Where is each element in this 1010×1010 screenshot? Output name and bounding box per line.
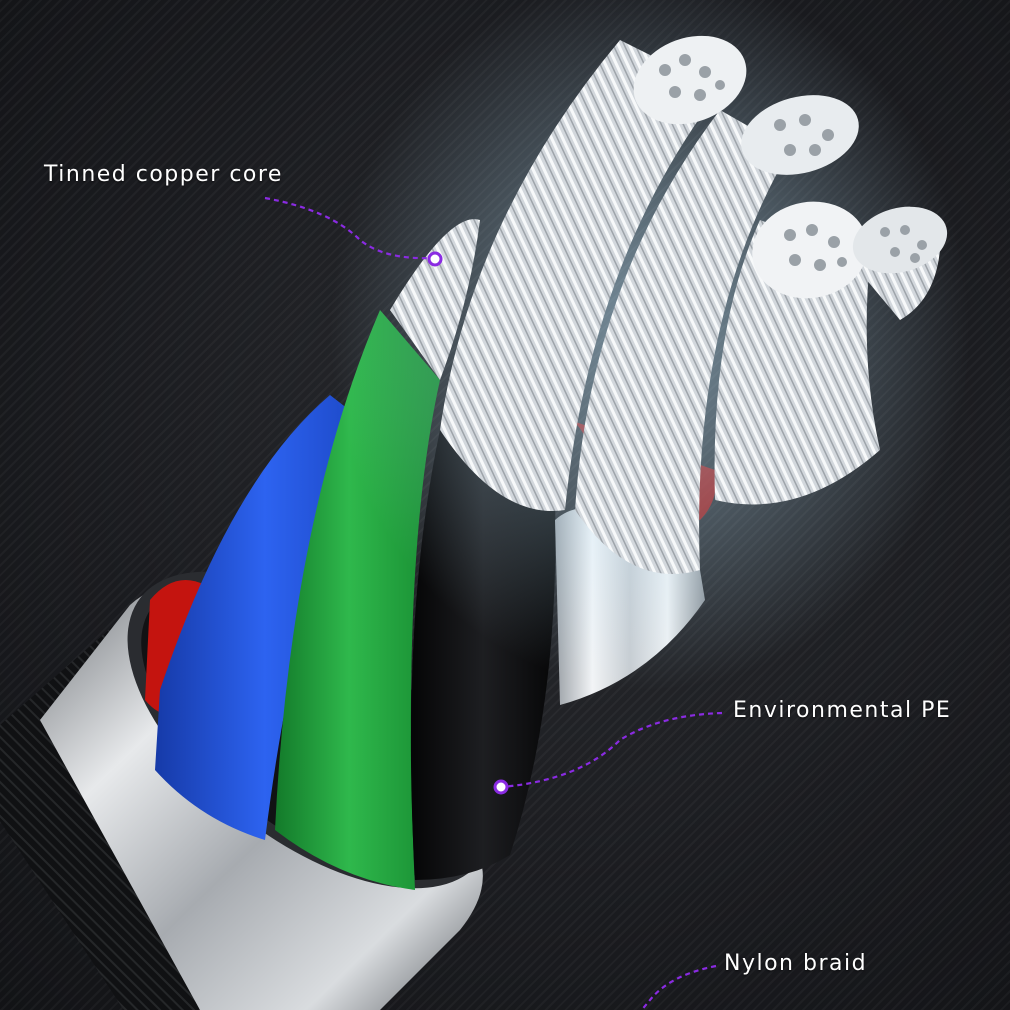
dot-core (427, 251, 443, 267)
callout-dots (427, 251, 509, 795)
callout-leaders (264, 196, 723, 1010)
label-nylon-braid: Nylon braid (724, 951, 868, 976)
tinned-copper-strands (330, 0, 970, 690)
label-tinned-copper-core: Tinned copper core (44, 162, 283, 187)
leader-pe (501, 711, 723, 789)
dot-pe (493, 779, 509, 795)
leader-braid (640, 964, 717, 1010)
label-environmental-pe: Environmental PE (733, 698, 952, 723)
